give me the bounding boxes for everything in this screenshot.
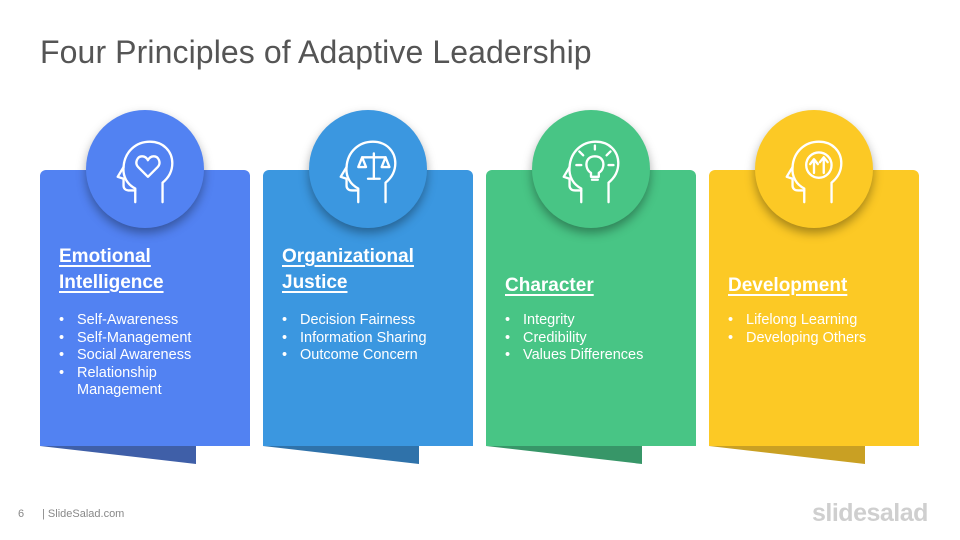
bullet-item: Self-Awareness [59,312,239,330]
bullet-item: Developing Others [728,330,913,348]
bullet-item: Information Sharing [282,330,467,348]
head-growth-arrows-icon [785,140,843,204]
icon-circle [309,110,427,228]
card-heading-line: Emotional [59,246,151,267]
card-shadow [709,446,865,464]
card-heading-line: Intelligence [59,272,164,293]
head-heart-icon [116,140,174,204]
brand-logo: slidesalad [812,499,928,527]
icon-circle [755,110,873,228]
card-bullets: Integrity Credibility Values Differences [505,312,690,365]
card-heading: Development [728,275,848,296]
bullet-item: Integrity [505,312,690,330]
page-number: 6 [18,508,25,520]
bullet-item: Values Differences [505,347,690,365]
bullet-item: Outcome Concern [282,347,467,365]
bullet-item: Credibility [505,330,690,348]
head-scale-icon [339,140,397,204]
bullet-item: Social Awareness [59,347,239,365]
card-shadow [40,446,196,464]
footer-link[interactable]: | SlideSalad.com [42,508,125,520]
card-heading: Emotional Intelligence [59,244,164,296]
card-bullets: Self-Awareness Self-Management Social Aw… [59,312,239,400]
icon-circle [532,110,650,228]
card-shadow [263,446,419,464]
card-heading-line: Organizational [282,246,414,267]
head-lightbulb-icon [562,140,620,204]
slide-title: Four Principles of Adaptive Leadership [40,34,592,70]
card-shadow [486,446,642,464]
icon-circle [86,110,204,228]
bullet-item: Relationship Management [59,365,187,400]
bullet-item: Decision Fairness [282,312,467,330]
card-heading-line: Justice [282,272,348,293]
card-heading: Organizational Justice [282,244,414,296]
card-bullets: Lifelong Learning Developing Others [728,312,913,347]
bullet-item: Lifelong Learning [728,312,913,330]
card-bullets: Decision Fairness Information Sharing Ou… [282,312,467,365]
bullet-item: Self-Management [59,330,239,348]
card-heading: Character [505,275,594,296]
